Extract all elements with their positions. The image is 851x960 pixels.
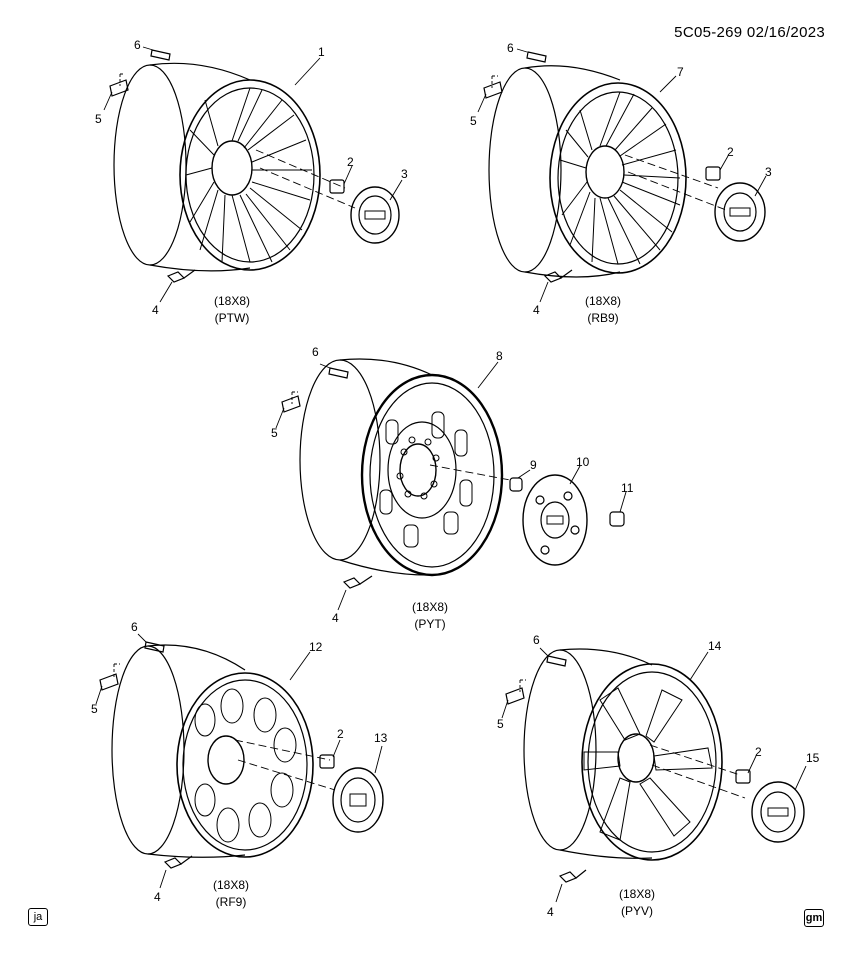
valve-stem-4e bbox=[558, 869, 587, 883]
leaders-2 bbox=[477, 48, 767, 303]
lug-nut-2 bbox=[329, 179, 345, 194]
callout-3: 3 bbox=[401, 167, 408, 181]
wheel-rb9 bbox=[477, 48, 767, 303]
wheel-code-caption: (PYT) bbox=[414, 617, 445, 631]
lug-nut-9 bbox=[509, 477, 523, 492]
callout-15: 15 bbox=[806, 751, 820, 765]
callout-5: 5 bbox=[497, 717, 504, 731]
wheel-7-illustration bbox=[488, 65, 727, 278]
callout-2: 2 bbox=[337, 727, 344, 741]
callout-2: 2 bbox=[727, 145, 734, 159]
center-cap-10 bbox=[522, 474, 588, 566]
callout-5: 5 bbox=[271, 426, 278, 440]
document-reference: 5C05-269 02/16/2023 bbox=[674, 24, 825, 41]
callout-11: 11 bbox=[621, 481, 634, 495]
callout-4: 4 bbox=[533, 303, 540, 317]
wheel-size-caption: (18X8) bbox=[585, 294, 621, 308]
weight-6 bbox=[150, 49, 171, 61]
tpms-label-5d bbox=[99, 673, 119, 691]
center-cap-3b bbox=[714, 182, 766, 242]
weight-6c bbox=[328, 367, 349, 379]
wheel-pyt bbox=[275, 358, 627, 611]
wheel-1-illustration bbox=[113, 62, 356, 272]
callout-14: 14 bbox=[708, 639, 722, 653]
lug-nut-2d bbox=[319, 754, 335, 769]
valve-stem-4 bbox=[166, 269, 196, 283]
valve-stem-4d bbox=[163, 855, 193, 869]
wheel-8-illustration bbox=[299, 358, 511, 577]
wheel-code-caption: (PTW) bbox=[215, 311, 250, 325]
callout-10: 10 bbox=[576, 455, 590, 469]
valve-stem-4b bbox=[543, 269, 573, 283]
callout-6: 6 bbox=[507, 41, 514, 55]
callout-13: 13 bbox=[374, 731, 388, 745]
wheel-code-caption: (RB9) bbox=[587, 311, 618, 325]
wheel-code-caption: (RF9) bbox=[216, 895, 247, 909]
callout-5: 5 bbox=[95, 112, 102, 126]
callout-12: 12 bbox=[309, 640, 323, 654]
callout-2: 2 bbox=[347, 155, 354, 169]
callout-6: 6 bbox=[533, 633, 540, 647]
callout-5: 5 bbox=[470, 114, 477, 128]
callout-6: 6 bbox=[134, 38, 141, 52]
tpms-label-5e bbox=[505, 687, 525, 705]
weight-6b bbox=[526, 51, 547, 63]
callout-9: 9 bbox=[530, 458, 537, 472]
illustrator-stamp: ja bbox=[28, 908, 48, 926]
callout-4: 4 bbox=[152, 303, 159, 317]
callout-1: 1 bbox=[318, 45, 325, 59]
leaders-3 bbox=[275, 361, 627, 611]
wheel-size-caption: (18X8) bbox=[213, 878, 249, 892]
center-cap-15 bbox=[751, 781, 805, 843]
callout-4: 4 bbox=[547, 905, 554, 919]
wheel-rf9 bbox=[95, 633, 384, 889]
valve-stem-4c bbox=[342, 575, 373, 589]
tpms-label-5c bbox=[281, 395, 301, 413]
callout-8: 8 bbox=[496, 349, 503, 363]
wheel-12-illustration bbox=[111, 644, 336, 858]
callout-7: 7 bbox=[677, 65, 684, 79]
callout-3: 3 bbox=[765, 165, 772, 179]
leaders-4 bbox=[95, 633, 383, 889]
leaders-5 bbox=[501, 647, 807, 903]
callout-5: 5 bbox=[91, 702, 98, 716]
gm-logo-stamp: gm bbox=[804, 909, 824, 927]
wheel-size-caption: (18X8) bbox=[412, 600, 448, 614]
wheel-pyv bbox=[501, 647, 807, 903]
callout-6: 6 bbox=[312, 345, 319, 359]
lug-nut-2b bbox=[705, 166, 721, 181]
wheel-code-caption: (PYV) bbox=[621, 904, 653, 918]
tpms-label-5b bbox=[483, 81, 503, 99]
center-cap-13 bbox=[332, 767, 384, 833]
cap-nut-11 bbox=[609, 511, 625, 527]
weight-6d bbox=[144, 641, 165, 653]
wheel-ptw bbox=[103, 46, 403, 303]
lug-nut-2e bbox=[735, 769, 751, 784]
callout-4: 4 bbox=[332, 611, 339, 625]
callout-2: 2 bbox=[755, 745, 762, 759]
callout-4: 4 bbox=[154, 890, 161, 904]
wheel-size-caption: (18X8) bbox=[214, 294, 250, 308]
weight-6e bbox=[546, 655, 567, 667]
leaders-1 bbox=[103, 46, 403, 303]
callout-6: 6 bbox=[131, 620, 138, 634]
wheel-size-caption: (18X8) bbox=[619, 887, 655, 901]
center-cap-3 bbox=[350, 186, 400, 244]
wheel-14-illustration bbox=[523, 648, 746, 861]
